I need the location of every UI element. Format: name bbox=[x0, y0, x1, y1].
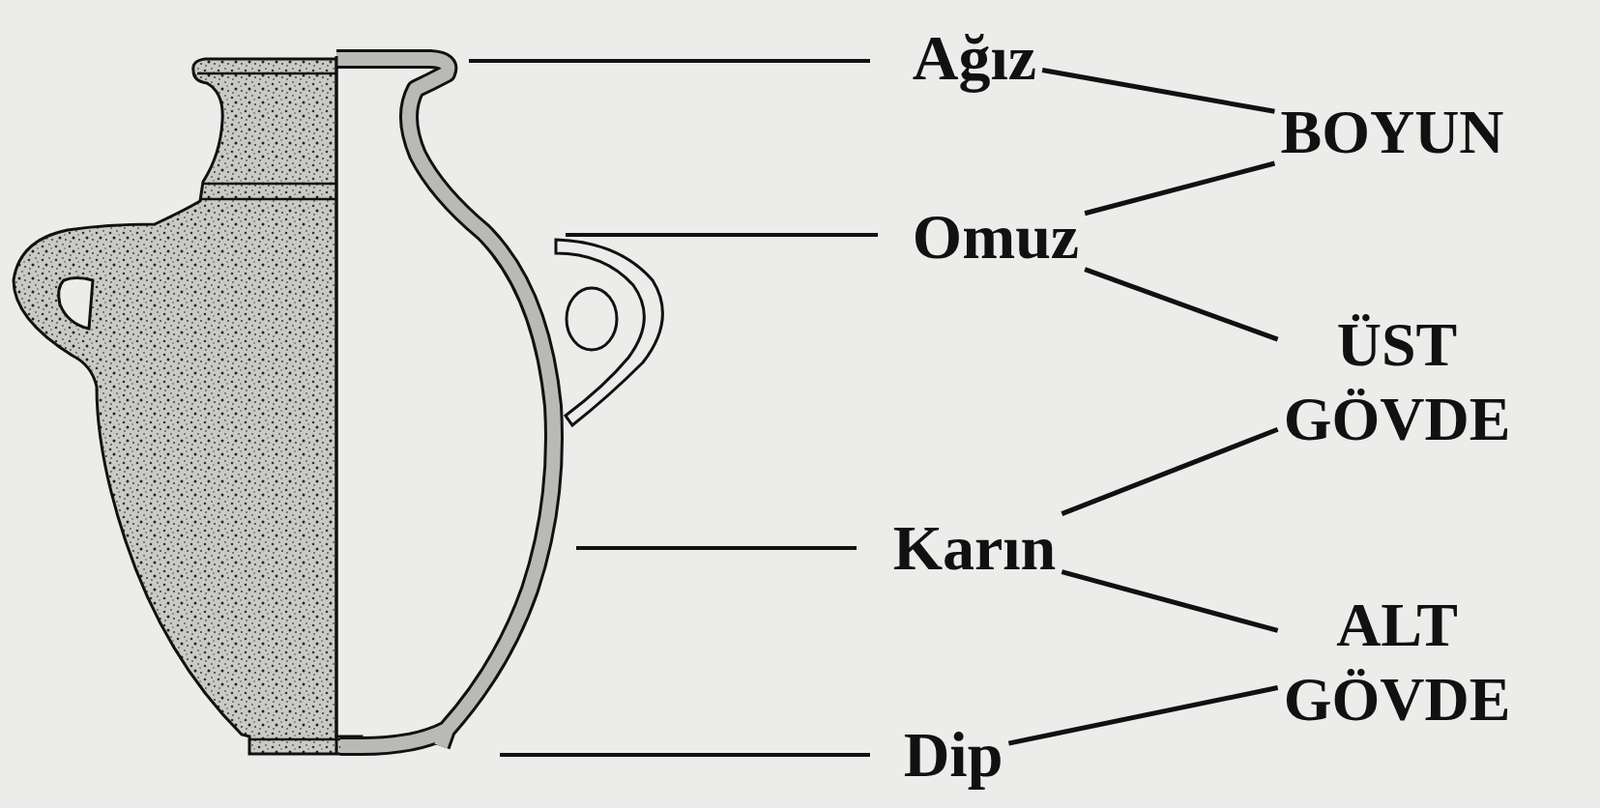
rim-band bbox=[197, 72, 337, 76]
pot-section-wall bbox=[336, 58, 554, 747]
pot-section-wall bbox=[336, 58, 554, 747]
label-text: ÜST GÖVDE bbox=[1283, 308, 1512, 458]
leader-line bbox=[499, 753, 871, 757]
connector-line bbox=[1042, 70, 1275, 113]
pot-axis bbox=[335, 56, 339, 755]
label-text: Karın bbox=[893, 513, 1057, 584]
group-name: ÜST GÖVDE bbox=[1278, 306, 1517, 460]
leader-line bbox=[576, 546, 857, 551]
group-name: ALT GÖVDE bbox=[1278, 586, 1517, 740]
part-name: Omuz bbox=[906, 200, 1085, 275]
connector-line bbox=[1061, 572, 1278, 632]
pot-exterior bbox=[13, 58, 362, 755]
connector-line bbox=[1008, 688, 1278, 745]
neck-ring bbox=[200, 198, 337, 202]
connector-line bbox=[1084, 163, 1275, 214]
part-name: Ağız bbox=[906, 21, 1043, 96]
label-text: ALT GÖVDE bbox=[1283, 588, 1512, 738]
label-text: BOYUN bbox=[1280, 95, 1504, 171]
connector-line bbox=[1061, 429, 1278, 514]
label-text: Omuz bbox=[912, 202, 1079, 273]
neck-ring bbox=[203, 182, 337, 186]
handle-hole bbox=[566, 288, 617, 350]
pot-handle bbox=[555, 239, 663, 426]
label-text: Dip bbox=[903, 720, 1004, 791]
connector-line bbox=[1084, 269, 1279, 341]
leader-line bbox=[565, 232, 878, 237]
handle-hole bbox=[58, 278, 93, 330]
group-name: BOYUN bbox=[1274, 93, 1510, 173]
leader-line bbox=[468, 58, 871, 63]
part-name: Dip bbox=[898, 718, 1010, 793]
label-text: Ağız bbox=[912, 23, 1037, 94]
part-name: Karın bbox=[887, 511, 1063, 586]
